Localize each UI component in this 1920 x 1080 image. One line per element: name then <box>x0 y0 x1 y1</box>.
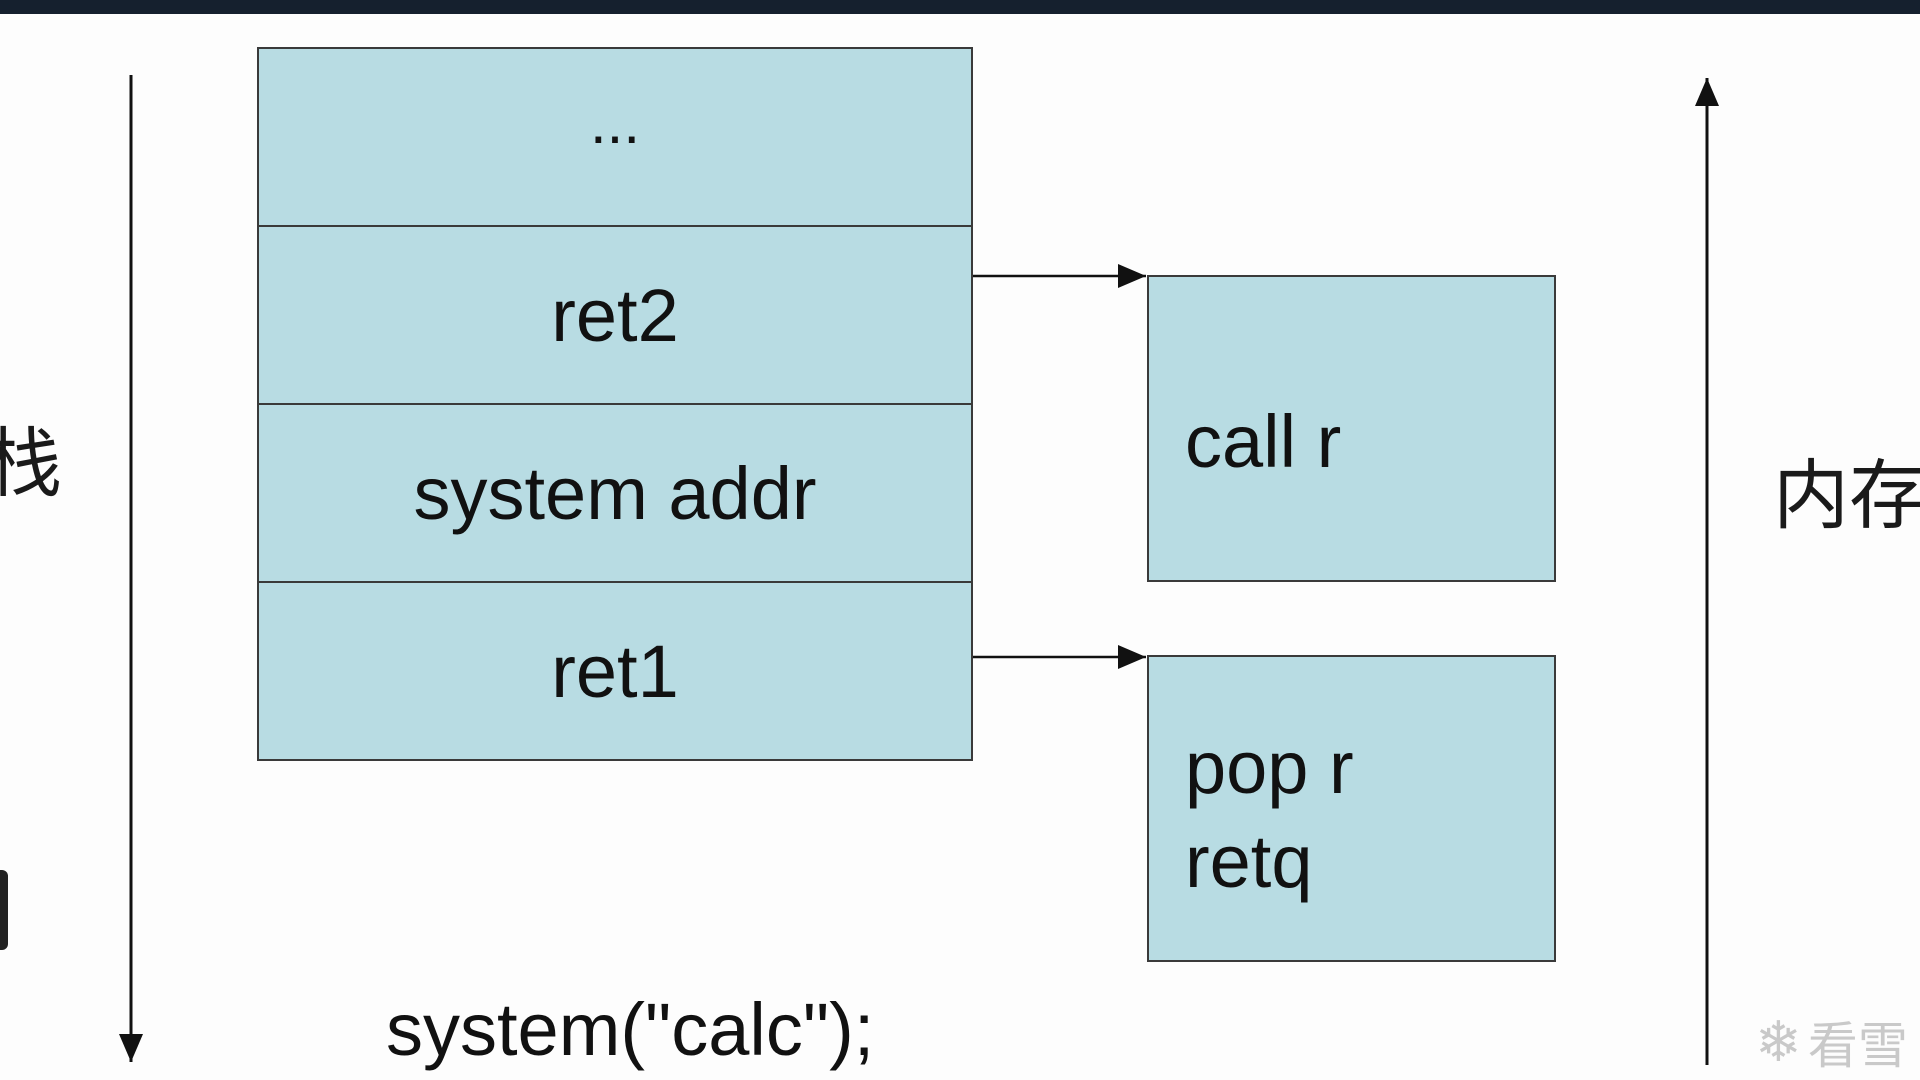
code-text: system("calc"); <box>386 988 875 1071</box>
gadget-call-box: call r <box>1147 275 1556 582</box>
gadget-pop-box: pop r retq <box>1147 655 1556 962</box>
watermark-text: 看雪 <box>1807 1017 1908 1075</box>
stack-cell-ellipsis: ... <box>257 47 973 227</box>
stack-cell-ellipsis-text: ... <box>589 88 640 156</box>
gadget-call-line: call r <box>1185 400 1342 483</box>
stack-cell-system-addr: system addr <box>257 403 973 583</box>
watermark: ❄ 看雪 <box>1755 1006 1908 1078</box>
stack-cell-ret2: ret2 <box>257 225 973 405</box>
gadget-pop-line: pop r <box>1185 726 1354 809</box>
edge-artifact <box>0 870 8 950</box>
stack-cell-ret2-text: ret2 <box>551 273 679 357</box>
snowflake-icon: ❄ <box>1755 1009 1802 1075</box>
window-top-bar <box>0 0 1920 14</box>
memory-label: 内存 <box>1773 451 1920 540</box>
gadget-retq-line: retq <box>1185 820 1313 903</box>
stack-cell-ret1-text: ret1 <box>551 629 679 713</box>
stack-cell-ret1: ret1 <box>257 581 973 761</box>
stack-label: 栈 <box>0 419 62 508</box>
stack-cell-system-addr-text: system addr <box>413 451 817 535</box>
